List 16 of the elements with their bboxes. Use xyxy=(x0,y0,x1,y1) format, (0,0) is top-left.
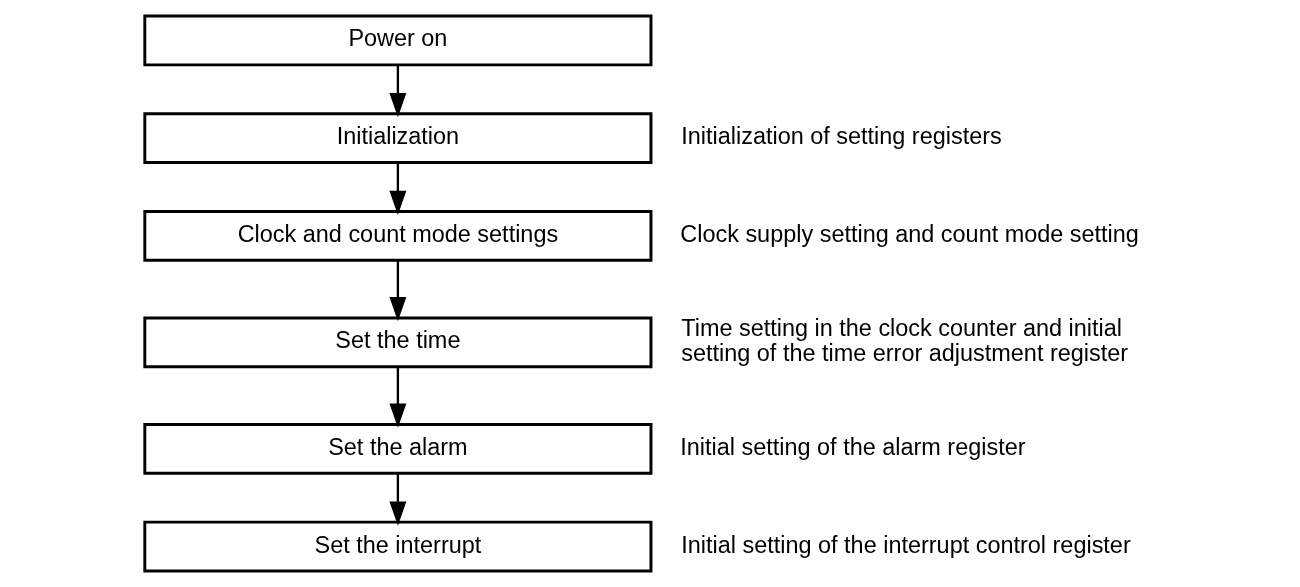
arrow xyxy=(389,162,407,215)
arrow xyxy=(389,367,407,428)
node-box: Set the alarm xyxy=(143,422,653,475)
arrow xyxy=(389,260,407,322)
node-box: Initialization xyxy=(143,112,653,165)
node-label: Time setting in the clock counter and initial setting of the time error adjustment register xyxy=(681,314,1129,367)
node-label: Initialization of setting registers xyxy=(681,123,1002,150)
node-label: Initial setting of the alarm register xyxy=(680,433,1026,460)
arrow xyxy=(389,65,407,118)
node-box: Set the interrupt xyxy=(143,520,653,573)
node-label: Initial setting of the interrupt control register xyxy=(681,531,1131,558)
node-box: Clock and count mode settings xyxy=(143,209,653,262)
node-box: Power on xyxy=(143,14,653,67)
node-label: Clock supply setting and count mode setting xyxy=(680,220,1139,247)
arrow xyxy=(389,473,407,526)
node-box: Set the time xyxy=(143,316,653,369)
